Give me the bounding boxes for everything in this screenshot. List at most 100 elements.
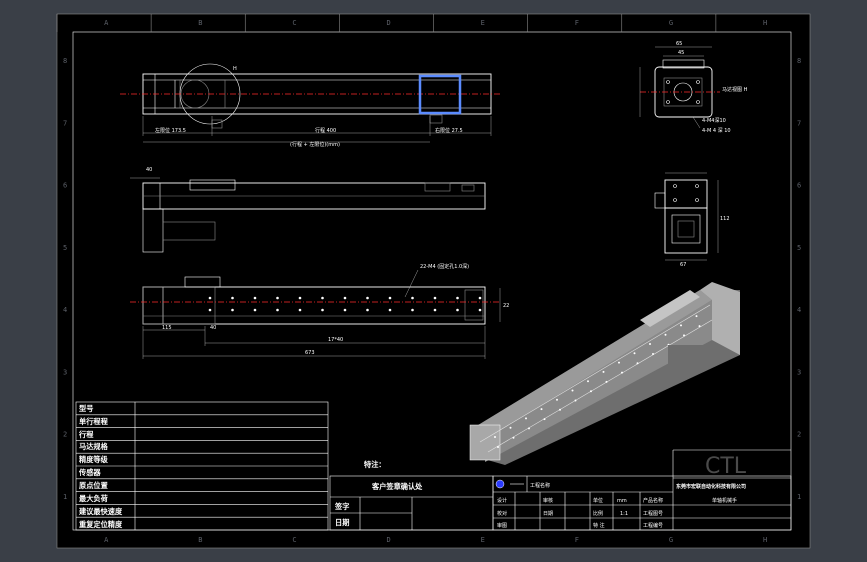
param-motor: 马达规格	[79, 442, 109, 451]
zone-top-F: F	[575, 19, 579, 27]
zone-right-6: 6	[797, 182, 801, 190]
zone-left-4: 4	[63, 306, 67, 314]
date-small-label: 日期	[543, 511, 553, 517]
zone-left-5: 5	[63, 244, 67, 252]
zone-right-8: 8	[797, 57, 801, 65]
param-sensor: 传感器	[78, 468, 101, 477]
hole	[298, 308, 302, 312]
param-max-speed: 建议最快速度	[79, 507, 123, 516]
zone-right-3: 3	[797, 368, 801, 376]
hole	[433, 296, 437, 300]
zone-bottom-C: C	[292, 536, 296, 544]
top-view: 左限位 173.5 行程 400 右限位 27.5 (行程 + 左限位)(mm)…	[120, 63, 500, 148]
selection-highlight	[418, 74, 462, 115]
screw-note-2: 4-M 4 深 10	[702, 127, 731, 134]
dim-right-limit: 右限位 27.5	[435, 127, 463, 134]
hole	[456, 308, 459, 312]
param-accuracy: 精度等级	[79, 455, 109, 464]
end-view: 65 45 马达视图 H 4-M4深10 4-M 4 深 10	[639, 41, 748, 134]
front-view: 40	[130, 167, 486, 253]
customer-confirm: 客户签章确认处	[371, 482, 423, 491]
param-model: 型号	[79, 404, 93, 413]
hole	[343, 296, 347, 300]
scale-value: 1:1	[620, 511, 628, 517]
drawing-sheet	[57, 14, 810, 548]
dim-note: (行程 + 左限位)(mm)	[290, 141, 340, 148]
hole	[276, 296, 279, 300]
review-label: 审核	[543, 497, 553, 504]
dim-total-length: 673	[305, 350, 315, 356]
zone-left-8: 8	[63, 57, 67, 65]
zone-left-7: 7	[63, 119, 67, 127]
zone-left-1: 1	[63, 493, 67, 501]
hole	[411, 296, 414, 300]
zone-bottom-H: H	[763, 536, 767, 544]
hole-note: 22-M4 (固定孔1.0深)	[420, 263, 469, 270]
drawing-no-label: 工程图号	[643, 510, 663, 517]
hole	[253, 308, 257, 312]
isometric-view	[469, 282, 740, 465]
screw-note: 4-M4深10	[702, 117, 726, 124]
dim-bottom-left2: 40	[210, 325, 216, 331]
hole	[366, 308, 369, 312]
section-mark: H	[233, 66, 237, 72]
hole	[321, 308, 324, 312]
side-view: 112 67	[654, 172, 730, 268]
remark-label: 特注：	[364, 460, 386, 469]
zone-bottom-F: F	[575, 536, 579, 544]
zone-top-G: G	[669, 19, 673, 27]
scale-label: 比例	[593, 510, 603, 517]
design-label: 设计	[497, 497, 507, 504]
zone-top-E: E	[481, 19, 485, 27]
zone-top-B: B	[198, 19, 202, 27]
zone-bottom-D: D	[386, 536, 390, 544]
zone-bottom-G: G	[669, 536, 673, 544]
hole	[208, 308, 212, 312]
hole	[388, 308, 392, 312]
hole	[343, 308, 347, 312]
param-max-load: 最大负荷	[79, 494, 108, 503]
zone-top-A: A	[104, 19, 109, 27]
motor-view-note: 马达视图 H	[722, 86, 748, 93]
hole	[478, 296, 482, 300]
hole	[231, 308, 234, 312]
zone-right-1: 1	[797, 493, 801, 501]
dim-hole-pitch: 17*40	[328, 337, 343, 343]
hole	[298, 296, 302, 300]
dim-side-height: 112	[720, 216, 730, 222]
title-block: 特注： 客户签章确认处 签字 日期 工程名称 设计 审核 单位 mm 产品名称 …	[329, 449, 792, 531]
zone-left-2: 2	[63, 431, 67, 439]
zone-bottom-B: B	[198, 536, 202, 544]
project-no-label: 工程编号	[643, 522, 663, 529]
dim-bottom-left: 115	[162, 325, 172, 331]
company-name: 东莞市宏联自动化科技有限公司	[676, 483, 746, 490]
sign-label: 签字	[334, 502, 349, 511]
bottom-view: 115 40 17*40 673 22 22-M4 (固定孔1.0深)	[130, 263, 509, 359]
zone-top-H: H	[763, 19, 767, 27]
unit-value: mm	[617, 498, 627, 504]
remark-small-label: 特 注	[593, 522, 605, 529]
zone-left-3: 3	[63, 368, 67, 376]
unit-label: 单位	[593, 497, 603, 504]
hole	[456, 296, 459, 300]
company-logo: CTL	[705, 454, 747, 479]
approve-label: 审图	[497, 522, 507, 529]
dim-end-width2: 45	[678, 50, 684, 56]
dim-left-limit: 左限位 173.5	[155, 127, 186, 134]
zone-right-2: 2	[797, 431, 801, 439]
dim-bottom-right: 22	[503, 303, 509, 309]
hole	[411, 308, 414, 312]
zone-right-7: 7	[797, 119, 801, 127]
dim-end-width: 65	[676, 41, 682, 47]
date-label: 日期	[335, 518, 349, 527]
zone-top-D: D	[386, 19, 390, 27]
hole	[253, 296, 257, 300]
zone-top-C: C	[292, 19, 296, 27]
hole	[366, 296, 369, 300]
method-label: 工程名称	[530, 482, 550, 489]
hole	[231, 296, 234, 300]
zone-right-5: 5	[797, 244, 801, 252]
dim-stroke: 行程 400	[315, 127, 336, 134]
